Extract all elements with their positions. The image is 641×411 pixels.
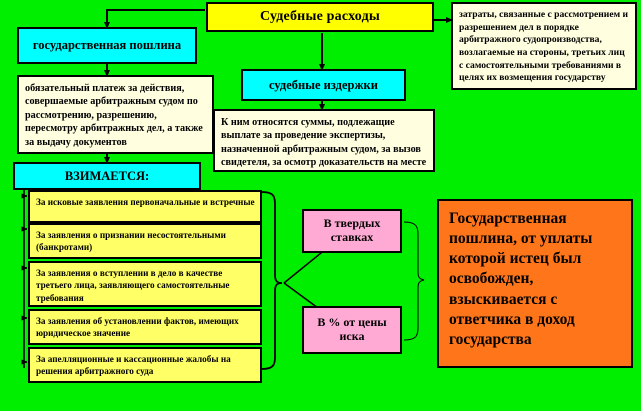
node-state-duty-definition: обязательный платеж за действия, соверша… bbox=[17, 75, 214, 154]
node-state-duty: государственная пошлина bbox=[17, 27, 197, 64]
title-box: Судебные расходы bbox=[206, 2, 434, 32]
node-conclusion: Государственная пошлина, от уплаты котор… bbox=[437, 199, 633, 368]
node-court-costs: судебные издержки bbox=[241, 69, 406, 101]
list-item: За апелляционные и кассационные жалобы н… bbox=[28, 347, 262, 383]
node-levied-header: ВЗИМАЕТСЯ: bbox=[13, 162, 201, 190]
rate-box-percent: В % от цены иска bbox=[302, 306, 402, 354]
list-item: За заявления об установлении фактов, име… bbox=[28, 309, 262, 345]
list-item: За исковые заявления первоначальные и вс… bbox=[28, 190, 262, 223]
node-court-costs-definition: К ним относятся суммы, подлежащие выплат… bbox=[213, 109, 435, 172]
rate-box-fixed: В твердых ставках bbox=[302, 209, 402, 253]
node-judicial-expenses-definition: затраты, связанные с рассмотрением и раз… bbox=[451, 2, 637, 90]
list-item: За заявления о вступлении в дело в качес… bbox=[28, 261, 262, 307]
list-item: За заявления о признании несостоятельным… bbox=[28, 223, 262, 259]
